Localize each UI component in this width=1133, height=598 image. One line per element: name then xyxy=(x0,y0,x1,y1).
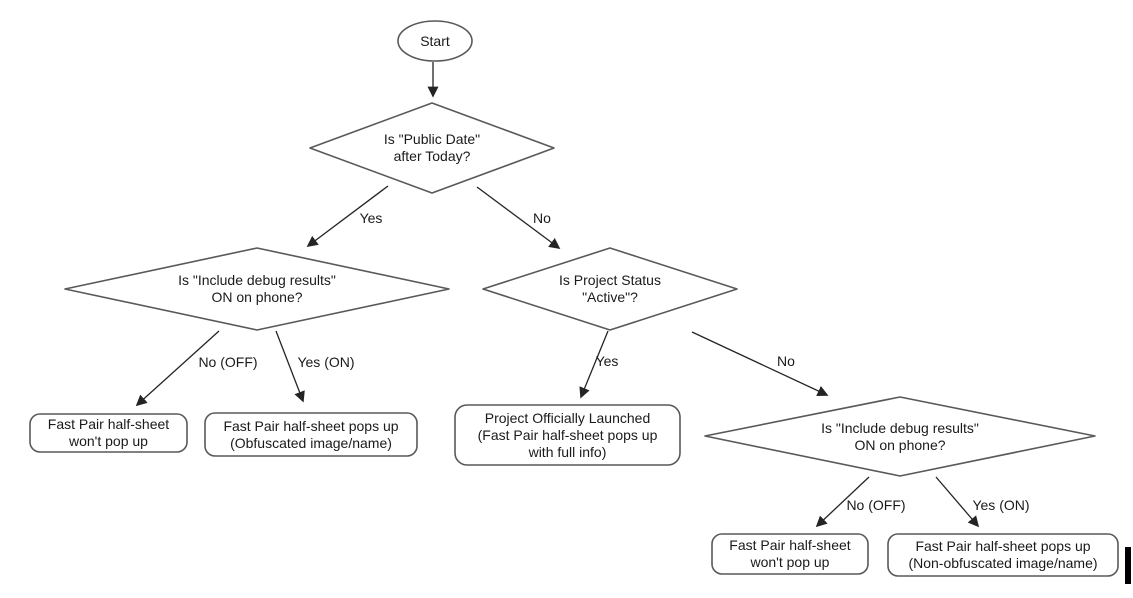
result-wont-popup-left-label: Fast Pair half-sheet won't pop up xyxy=(47,416,170,449)
result-wont-popup-right-shape xyxy=(711,533,869,575)
edge-label-debug-right-no-off: No (OFF) xyxy=(846,497,906,513)
edge-debug-left-yes-on xyxy=(275,330,305,403)
edge-project-status-yes xyxy=(579,330,609,399)
edge-label-project-status-no: No xyxy=(777,353,795,369)
decision-debug-right-label: Is "Include debug results" ON on phone? xyxy=(821,419,979,453)
edge-label-public-date-yes: Yes xyxy=(359,210,383,226)
edge-debug-right-no-off xyxy=(815,476,870,528)
decision-public-date-shape xyxy=(309,102,555,194)
result-wont-popup-left-shape xyxy=(29,413,188,453)
result-non-obfuscated-shape xyxy=(887,533,1119,577)
start-terminator-label: Start xyxy=(420,32,450,49)
edge-public-date-no xyxy=(476,186,561,249)
result-launched-label: Project Officially Launched (Fast Pair h… xyxy=(477,409,658,460)
decision-project-status-label: Is Project Status "Active"? xyxy=(559,272,661,305)
edge-public-date-yes xyxy=(306,185,389,247)
result-obfuscated-shape xyxy=(204,412,418,457)
result-non-obfuscated-label: Fast Pair half-sheet pops up (Non-obfusc… xyxy=(908,538,1098,571)
edge-label-public-date-no: No xyxy=(533,210,551,226)
edge-label-debug-right-yes-on: Yes (ON) xyxy=(972,497,1030,513)
decision-debug-left-label: Is "Include debug results" ON on phone? xyxy=(178,272,336,305)
result-obfuscated-label: Fast Pair half-sheet pops up (Obfuscated… xyxy=(223,417,399,451)
edge-label-debug-left-yes-on: Yes (ON) xyxy=(297,354,355,370)
edge-project-status-no xyxy=(691,331,829,397)
decision-debug-right-shape xyxy=(704,396,1096,477)
edge-label-debug-left-no-off: No (OFF) xyxy=(198,354,258,370)
decision-public-date-label: Is "Public Date" after Today? xyxy=(383,131,481,164)
decision-project-status-shape xyxy=(482,247,738,331)
result-wont-popup-right-label: Fast Pair half-sheet won't pop up xyxy=(729,537,851,570)
result-launched-shape xyxy=(454,404,681,466)
text-cursor-artifact xyxy=(1125,547,1131,584)
start-terminator-shape xyxy=(397,20,473,62)
edge-debug-left-no-off xyxy=(135,330,220,407)
edge-label-project-status-yes: Yes xyxy=(595,353,619,369)
edge-debug-right-yes-on xyxy=(935,476,980,528)
decision-debug-left-shape xyxy=(64,247,450,331)
